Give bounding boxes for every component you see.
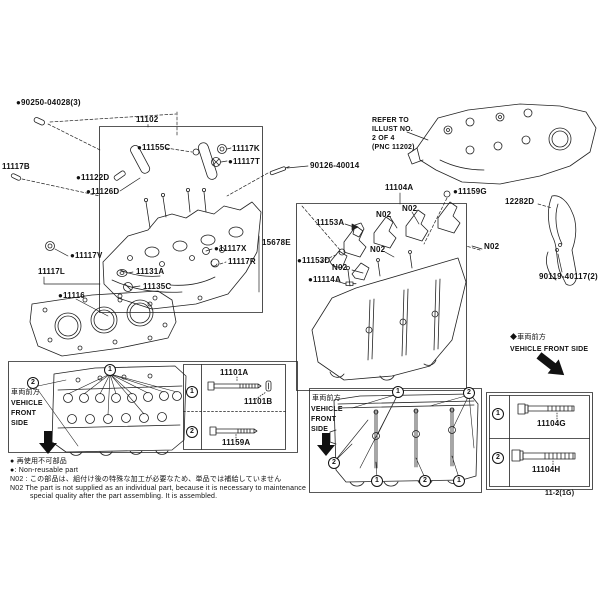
callout-2: 2 [492, 452, 504, 464]
part-label-11101b: 11101B [244, 397, 273, 406]
tensioner-plate-drawing [546, 195, 577, 286]
front-marker-en-right: VEHICLE FRONT SIDE [510, 346, 589, 353]
refer-note-line1: REFER TO [372, 117, 409, 124]
n02-marker: N02 [484, 242, 500, 251]
part-label-11104a: 11104A [385, 183, 414, 192]
part-label-90250-04028: ●90250-04028(3) [16, 98, 81, 107]
leader-lines [21, 111, 563, 317]
section-boxes [8, 126, 593, 493]
callout-1: 1 [371, 475, 383, 487]
callout-2: 2 [186, 426, 198, 438]
callout-1: 1 [186, 386, 198, 398]
refer-note-line4: (PNC 11202) [372, 144, 415, 151]
part-label-11159a: 11159A [222, 438, 251, 447]
part-label-11159g: ●11159G [453, 187, 487, 196]
part-label-11153d: ●11153D [297, 256, 331, 265]
part-label-11117r: 11117R [228, 257, 256, 266]
callout-1: 1 [104, 364, 116, 376]
head-bottom-view-drawing [37, 365, 187, 456]
part-label-11117x: ●11117X [214, 244, 247, 253]
part-label-11102: 11102 [136, 115, 159, 124]
valve-cover-drawing [407, 103, 597, 185]
bearing-caps-drawing [311, 201, 467, 381]
callout-2: 2 [27, 377, 39, 389]
part-label-11114a: ●11114A [308, 275, 341, 284]
part-label-11101a: 11101A [220, 368, 249, 377]
front-marker-side: SIDE [11, 420, 29, 427]
legend-n02-en-line2: special quality after the part assemblin… [30, 493, 218, 500]
part-label-11155c: ●11155C [137, 143, 171, 152]
page-code: 11-2(1G) [545, 490, 575, 497]
front-marker-vehicle: VEHICLE [311, 406, 343, 413]
n02-marker: N02 [332, 263, 348, 272]
legend-nonreusable-en: ●: Non-reusable part [10, 467, 79, 474]
n02-marker: N02 [402, 204, 418, 213]
callout-2: 2 [328, 457, 340, 469]
refer-note-line3: 2 OF 4 [372, 135, 395, 142]
refer-note-line2: ILLUST NO. [372, 126, 413, 133]
bolt-11101a-drawing [207, 376, 272, 400]
callout-1: 1 [492, 408, 504, 420]
legend-nonreusable-jp: ● 再使用不可部品 [10, 458, 67, 465]
part-label-11117k: 11117K [232, 144, 260, 153]
front-marker-front: FRONT [11, 410, 37, 417]
part-label-11135c: 11135C [143, 282, 172, 291]
head-gasket-drawing [29, 290, 177, 357]
callout-1: 1 [392, 386, 404, 398]
front-marker-side: SIDE [311, 426, 329, 433]
bolt-11159a-drawing [209, 426, 258, 439]
cylinder-head-drawing [102, 142, 262, 310]
part-label-12282d: 12282D [505, 197, 535, 206]
front-marker-vehicle: VEHICLE [11, 400, 43, 407]
front-marker-jp-right: ◆車両前方 [510, 334, 546, 341]
callout-2: 2 [419, 475, 431, 487]
front-marker-jp: 車両前方 [11, 389, 40, 396]
part-label-11131a: 11131A [136, 267, 165, 276]
part-label-11104h: 11104H [532, 465, 561, 474]
crankcase-view-drawing [329, 393, 479, 487]
bolt-11104g-drawing [517, 403, 575, 420]
front-marker-front: FRONT [311, 416, 337, 423]
part-label-11117t: ●11117T [228, 157, 261, 166]
part-label-90126-40014: 90126-40014 [310, 161, 360, 170]
part-label-11117v: ●11117V [70, 251, 103, 260]
part-label-11117b: 11117B [2, 162, 30, 171]
part-label-11153a: 11153A [316, 218, 345, 227]
callout-1: 1 [453, 475, 465, 487]
legend-n02-en-line1: N02 The part is not supplied as an indiv… [10, 485, 307, 492]
part-label-11117l: 11117L [38, 267, 66, 276]
part-label-11116: ●11116 [58, 291, 85, 300]
bolt-11104h-drawing [511, 449, 576, 466]
legend-n02-jp: N02 : この部品は、組付け後の特殊な加工が必要なため、単品では補給していませ… [10, 476, 282, 483]
n02-marker: N02 [370, 245, 386, 254]
part-label-90119-40117: 90119-40117(2) [539, 272, 598, 281]
part-label-11122d: ●11122D [76, 173, 110, 182]
n02-marker: N02 [376, 210, 392, 219]
front-direction-arrows [39, 352, 565, 456]
part-label-15678e: 15678E [262, 238, 291, 247]
callout-2: 2 [463, 387, 475, 399]
part-label-11126d: ●11126D [86, 187, 120, 196]
front-marker-jp: 車両前方 [312, 395, 341, 402]
part-label-11104g: 11104G [537, 419, 566, 428]
